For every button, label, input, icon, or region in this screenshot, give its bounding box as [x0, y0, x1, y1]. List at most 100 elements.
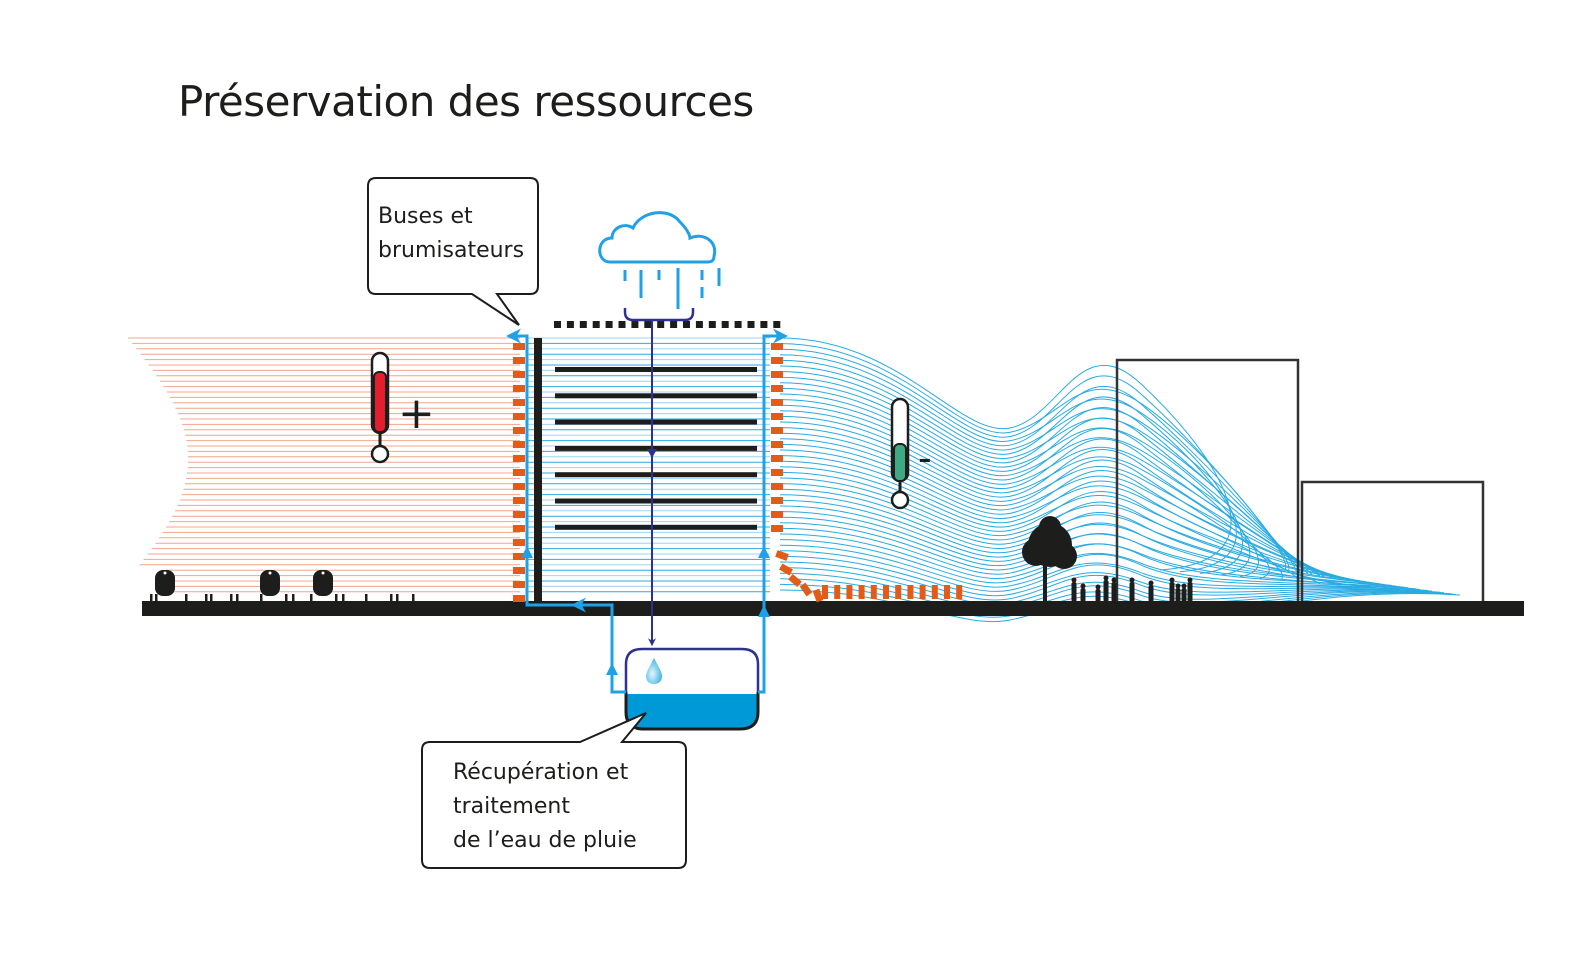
person-head: [1095, 584, 1101, 590]
cool-air-line: [779, 410, 1333, 578]
person-silhouette: [1095, 584, 1101, 602]
person-silhouette: [1080, 583, 1086, 602]
bollard: [285, 594, 288, 601]
vegetation-block: [513, 511, 525, 518]
bollard: [412, 594, 415, 601]
floor-slab: [555, 419, 757, 425]
car-body: [313, 570, 333, 596]
vegetation-block: [907, 585, 914, 599]
vegetation-block: [771, 343, 783, 350]
person-silhouette: [1103, 575, 1109, 602]
vegetation-block: [513, 371, 525, 378]
roof-dot: [670, 321, 678, 328]
car-icon: [313, 570, 333, 596]
vegetation-block: [513, 385, 525, 392]
cool-air-line: [779, 471, 1321, 584]
vegetation-block: [788, 573, 802, 588]
cool-air-line: [779, 460, 1369, 583]
roof-dot: [579, 321, 587, 328]
person-head: [1103, 575, 1109, 581]
roof-dot: [695, 321, 703, 328]
cool-air-line: [779, 527, 1417, 590]
cool-air-line: [779, 365, 1301, 573]
temperature-minus-sign: -: [918, 436, 932, 480]
vegetation-block: [771, 511, 783, 518]
cool-air-line: [779, 505, 1361, 588]
car-body: [155, 570, 175, 596]
cool-air-line: [779, 443, 1357, 582]
bollard: [205, 594, 208, 601]
vegetation-block: [779, 563, 793, 576]
person-head: [1080, 583, 1086, 589]
vegetation-block: [513, 357, 525, 364]
flow-arrow-icon: [758, 605, 770, 617]
cool-air-line: [779, 404, 1259, 578]
person-body: [1129, 582, 1135, 602]
cool-air-line: [779, 432, 1349, 580]
person-head: [1175, 583, 1181, 589]
bollard: [310, 594, 313, 601]
car-body: [260, 570, 280, 596]
vegetation-block: [513, 455, 525, 462]
roof-dot: [618, 321, 626, 328]
cool-air-line: [779, 555, 1421, 597]
person-body: [1071, 582, 1077, 602]
vegetation-block: [513, 539, 525, 546]
vegetation-block: [513, 581, 525, 588]
vegetation-block: [771, 413, 783, 420]
vegetation-block: [771, 483, 783, 490]
vegetation-block: [513, 595, 525, 602]
person-head: [1169, 577, 1175, 583]
cool-air-line: [779, 393, 1321, 577]
cool-air-line: [779, 359, 1297, 573]
vegetation-block: [812, 588, 824, 603]
vegetation-block: [513, 553, 525, 560]
cool-air-line: [779, 578, 1453, 614]
building-airflow-lines: [527, 337, 770, 593]
cool-air-line: [779, 427, 1345, 580]
car-light: [268, 571, 272, 575]
rain-collector: [623, 308, 695, 322]
person-silhouette: [1181, 583, 1187, 602]
bollard: [260, 594, 263, 601]
cool-air-line: [779, 483, 1385, 585]
cool-air-line: [779, 348, 1290, 572]
vegetation-block: [513, 413, 525, 420]
cloud-rain-icon: [598, 211, 721, 309]
roof-dot: [708, 321, 716, 328]
vegetation-block: [513, 399, 525, 406]
cool-air-line: [779, 354, 1237, 573]
bollard: [292, 594, 295, 601]
bollard: [335, 594, 338, 601]
callout-rainwater: [421, 712, 687, 869]
bollard: [210, 594, 213, 601]
cool-air-line: [779, 516, 1409, 589]
bollard: [236, 594, 239, 601]
vegetation-block: [513, 525, 525, 532]
vegetation-block: [771, 371, 783, 378]
vegetation-block: [799, 582, 813, 597]
vegetation-block: [775, 550, 789, 561]
main-building: [534, 321, 781, 602]
roof-dotted-line: [554, 321, 781, 328]
roof-dot: [773, 321, 781, 328]
vegetation-block: [846, 585, 853, 599]
bollard: [390, 594, 393, 601]
vegetation-block: [771, 357, 783, 364]
bollard: [155, 594, 158, 601]
flow-arrow-icon: [758, 546, 770, 558]
cool-air-line: [779, 399, 1325, 577]
vegetation-wall-left: [513, 343, 525, 602]
roof-dot: [631, 321, 639, 328]
vegetation-block: [513, 497, 525, 504]
person-body: [1103, 580, 1109, 602]
vegetation-block: [771, 525, 783, 532]
water-tank: [624, 647, 760, 731]
roof-dot: [592, 321, 600, 328]
callout-misting-text: Buses et brumisateurs: [378, 204, 525, 263]
cool-air-line: [779, 421, 1270, 579]
hot-airflow-lines: [128, 337, 520, 593]
car-icon: [260, 570, 280, 596]
cool-air-line: [779, 371, 1243, 574]
callout-misting: [367, 177, 539, 326]
